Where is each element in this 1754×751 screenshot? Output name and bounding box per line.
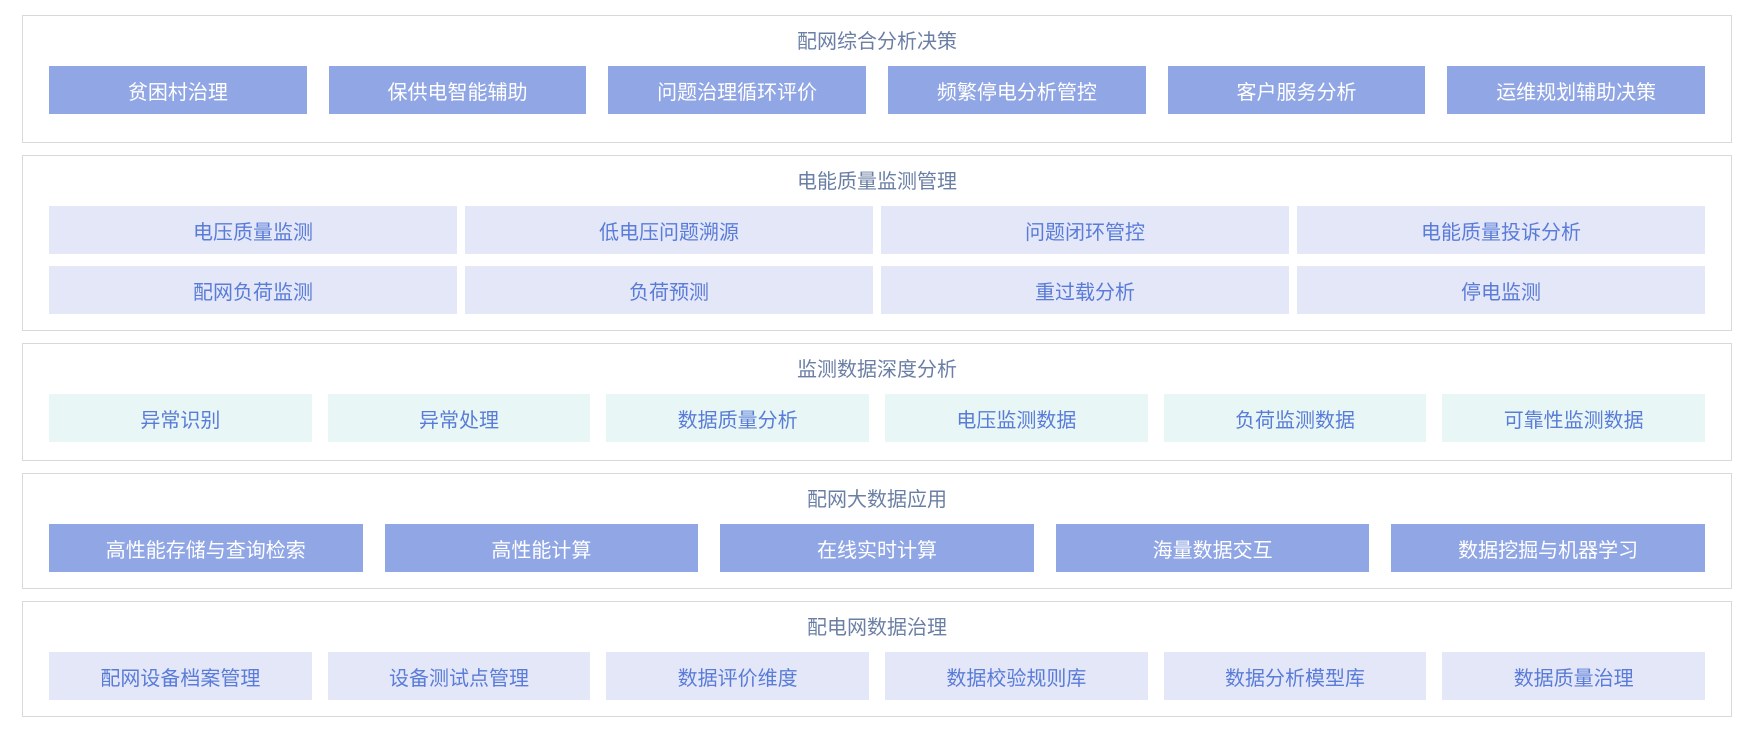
module-tile[interactable]: 高性能计算	[384, 524, 699, 572]
module-tile[interactable]: 设备测试点管理	[327, 652, 591, 700]
function-map: 配网综合分析决策 贫困村治理保供电智能辅助问题治理循环评价频繁停电分析管控客户服…	[22, 15, 1732, 717]
module-tile[interactable]: 海量数据交互	[1055, 524, 1370, 572]
module-tile[interactable]: 问题闭环管控	[881, 206, 1289, 254]
module-tile[interactable]: 高性能存储与查询检索	[49, 524, 363, 572]
tile-row: 电压质量监测低电压问题溯源问题闭环管控电能质量投诉分析	[49, 206, 1705, 254]
module-tile[interactable]: 数据质量分析	[606, 394, 870, 442]
section-panel: 监测数据深度分析 异常识别异常处理数据质量分析电压监测数据负荷监测数据可靠性监测…	[22, 343, 1732, 461]
module-tile[interactable]: 异常识别	[49, 394, 312, 442]
module-tile[interactable]: 客户服务分析	[1167, 66, 1426, 114]
module-tile[interactable]: 数据质量治理	[1442, 652, 1706, 700]
module-tile[interactable]: 贫困村治理	[49, 66, 307, 114]
module-tile[interactable]: 负荷预测	[465, 266, 873, 314]
module-tile[interactable]: 在线实时计算	[720, 524, 1034, 572]
module-tile[interactable]: 问题治理循环评价	[608, 66, 867, 114]
module-tile[interactable]: 数据挖掘与机器学习	[1391, 524, 1705, 572]
section-title: 电能质量监测管理	[797, 171, 957, 193]
module-tile[interactable]: 电压监测数据	[885, 394, 1148, 442]
module-tile[interactable]: 运维规划辅助决策	[1447, 66, 1706, 114]
section-panel: 配网大数据应用 高性能存储与查询检索高性能计算在线实时计算海量数据交互数据挖掘与…	[22, 473, 1732, 589]
tile-row: 异常识别异常处理数据质量分析电压监测数据负荷监测数据可靠性监测数据	[49, 394, 1706, 442]
module-tile[interactable]: 可靠性监测数据	[1442, 394, 1706, 442]
module-tile[interactable]: 停电监测	[1297, 266, 1705, 314]
section-title: 配网综合分析决策	[797, 31, 957, 53]
module-tile[interactable]: 电能质量投诉分析	[1297, 206, 1705, 254]
tile-row: 高性能存储与查询检索高性能计算在线实时计算海量数据交互数据挖掘与机器学习	[49, 524, 1705, 572]
module-tile[interactable]: 电压质量监测	[49, 206, 457, 254]
section-panel: 电能质量监测管理 电压质量监测低电压问题溯源问题闭环管控电能质量投诉分析配网负荷…	[22, 155, 1732, 331]
module-tile[interactable]: 负荷监测数据	[1163, 394, 1427, 442]
tile-row: 贫困村治理保供电智能辅助问题治理循环评价频繁停电分析管控客户服务分析运维规划辅助…	[49, 66, 1706, 114]
module-tile[interactable]: 异常处理	[327, 394, 591, 442]
section-title: 配网大数据应用	[807, 489, 947, 511]
module-tile[interactable]: 数据评价维度	[606, 652, 870, 700]
module-tile[interactable]: 配网负荷监测	[49, 266, 457, 314]
section-title: 配电网数据治理	[807, 617, 947, 639]
tile-row: 配网负荷监测负荷预测重过载分析停电监测	[49, 266, 1705, 314]
tile-row: 配网设备档案管理设备测试点管理数据评价维度数据校验规则库数据分析模型库数据质量治…	[49, 652, 1706, 700]
module-tile[interactable]: 低电压问题溯源	[465, 206, 873, 254]
section-panel: 配电网数据治理 配网设备档案管理设备测试点管理数据评价维度数据校验规则库数据分析…	[22, 601, 1732, 717]
section-panel: 配网综合分析决策 贫困村治理保供电智能辅助问题治理循环评价频繁停电分析管控客户服…	[22, 15, 1732, 143]
section-title: 监测数据深度分析	[797, 359, 957, 381]
module-tile[interactable]: 数据分析模型库	[1163, 652, 1427, 700]
module-tile[interactable]: 频繁停电分析管控	[888, 66, 1146, 114]
module-tile[interactable]: 配网设备档案管理	[49, 652, 312, 700]
module-tile[interactable]: 数据校验规则库	[885, 652, 1148, 700]
module-tile[interactable]: 保供电智能辅助	[328, 66, 587, 114]
module-tile[interactable]: 重过载分析	[881, 266, 1289, 314]
